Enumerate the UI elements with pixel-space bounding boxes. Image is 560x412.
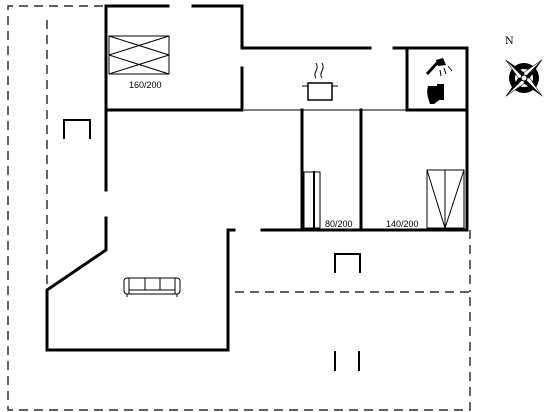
terrace-posts [334, 351, 360, 371]
bed-label-160: 160/200 [129, 80, 162, 90]
bed-label-140: 140/200 [386, 219, 419, 229]
window-icon [63, 119, 91, 139]
compass-north-label: N [505, 36, 514, 47]
terrace-outline [7, 5, 471, 411]
window-icon [334, 253, 361, 273]
sofa-icon [123, 277, 181, 297]
bed-icon [108, 35, 170, 75]
bed-icon [303, 171, 321, 229]
bed-icon [426, 169, 465, 230]
toilet-icon [427, 84, 444, 104]
cooking-pot-icon [302, 62, 338, 101]
compass-rose-icon [505, 59, 543, 97]
bed-label-80: 80/200 [325, 219, 353, 229]
walls [45, 4, 469, 352]
shower-icon [425, 58, 453, 77]
